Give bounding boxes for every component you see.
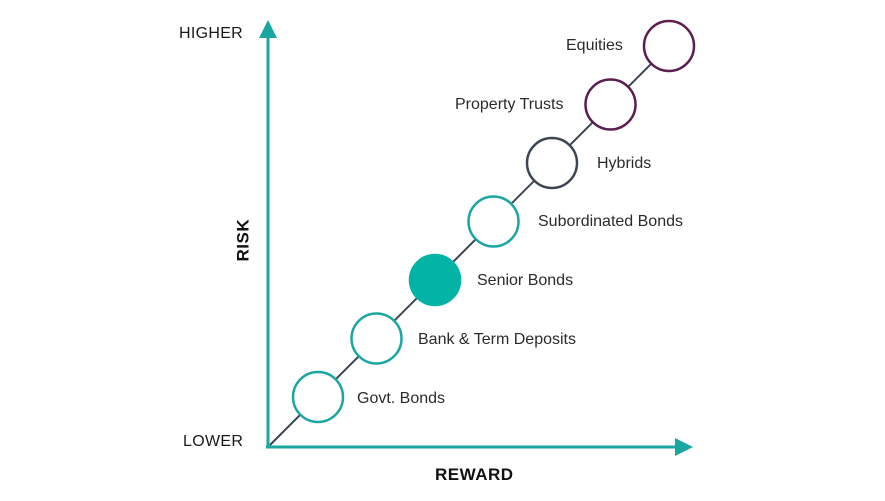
y-axis-title: RISK: [233, 218, 253, 262]
asset-node-bank-term-deposits: [350, 312, 403, 365]
asset-label-subordinated-bonds: Subordinated Bonds: [538, 213, 683, 230]
y-low-label: LOWER: [183, 433, 244, 450]
asset-label-govt-bonds: Govt. Bonds: [357, 390, 446, 407]
asset-label-bank-term-deposits: Bank & Term Deposits: [418, 331, 576, 348]
asset-node-subordinated-bonds: [467, 195, 520, 248]
asset-label-hybrids: Hybrids: [597, 155, 652, 172]
y-axis-arrow: [259, 20, 277, 38]
asset-nodes: [291, 19, 696, 424]
asset-node-property-trusts: [584, 78, 637, 131]
asset-label-equities: Equities: [566, 37, 623, 54]
asset-node-hybrids: [525, 136, 579, 190]
asset-node-govt-bonds: [291, 370, 345, 424]
axes: [259, 20, 693, 456]
x-axis-title: REWARD: [435, 465, 514, 484]
y-high-label: HIGHER: [179, 25, 244, 42]
asset-label-property-trusts: Property Trusts: [455, 96, 564, 113]
asset-label-senior-bonds: Senior Bonds: [477, 272, 574, 289]
asset-node-equities: [642, 19, 696, 73]
x-axis-arrow: [675, 438, 693, 456]
asset-node-senior-bonds: [408, 253, 462, 307]
